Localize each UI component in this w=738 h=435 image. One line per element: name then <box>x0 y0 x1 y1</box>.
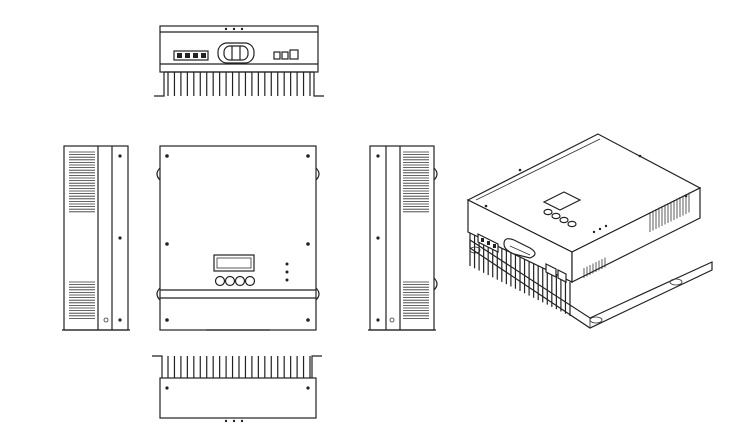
left-side-vents-upper <box>69 151 95 213</box>
top-connector-block <box>173 50 209 61</box>
iso-lcd-screen <box>542 191 582 211</box>
top-heatsink-fins <box>164 71 314 96</box>
bottom-view-body <box>159 377 317 419</box>
iso-front-ports <box>545 263 567 283</box>
front-buttons <box>214 275 256 287</box>
bottom-view <box>152 355 322 423</box>
front-view <box>156 145 320 331</box>
front-button-2 <box>224 275 236 287</box>
iso-side-vents <box>583 192 690 278</box>
front-body <box>159 145 317 331</box>
iso-front-handle <box>503 238 536 259</box>
bottom-heatsink-fins <box>167 356 311 378</box>
top-right-foot <box>313 72 324 97</box>
bottom-right-foot <box>311 355 322 378</box>
front-indicator-leds <box>285 262 289 282</box>
right-side-view <box>368 145 438 331</box>
top-left-foot <box>154 72 165 97</box>
front-button-4 <box>244 275 256 287</box>
left-side-vents-lower <box>69 281 95 319</box>
right-side-vents-lower <box>403 281 429 319</box>
front-button-3 <box>234 275 246 287</box>
bottom-left-foot <box>152 355 163 378</box>
right-side-vents-upper <box>403 151 429 213</box>
iso-front-connector <box>477 233 499 253</box>
left-side-body <box>63 145 129 331</box>
top-view <box>154 25 324 97</box>
top-small-ports <box>273 49 299 60</box>
front-button-1 <box>214 275 226 287</box>
iso-leds <box>592 224 608 234</box>
front-lcd-screen <box>213 254 255 272</box>
isometric-view <box>466 133 713 329</box>
left-side-view <box>62 145 130 331</box>
iso-buttons <box>543 208 577 228</box>
top-handle <box>217 42 255 64</box>
